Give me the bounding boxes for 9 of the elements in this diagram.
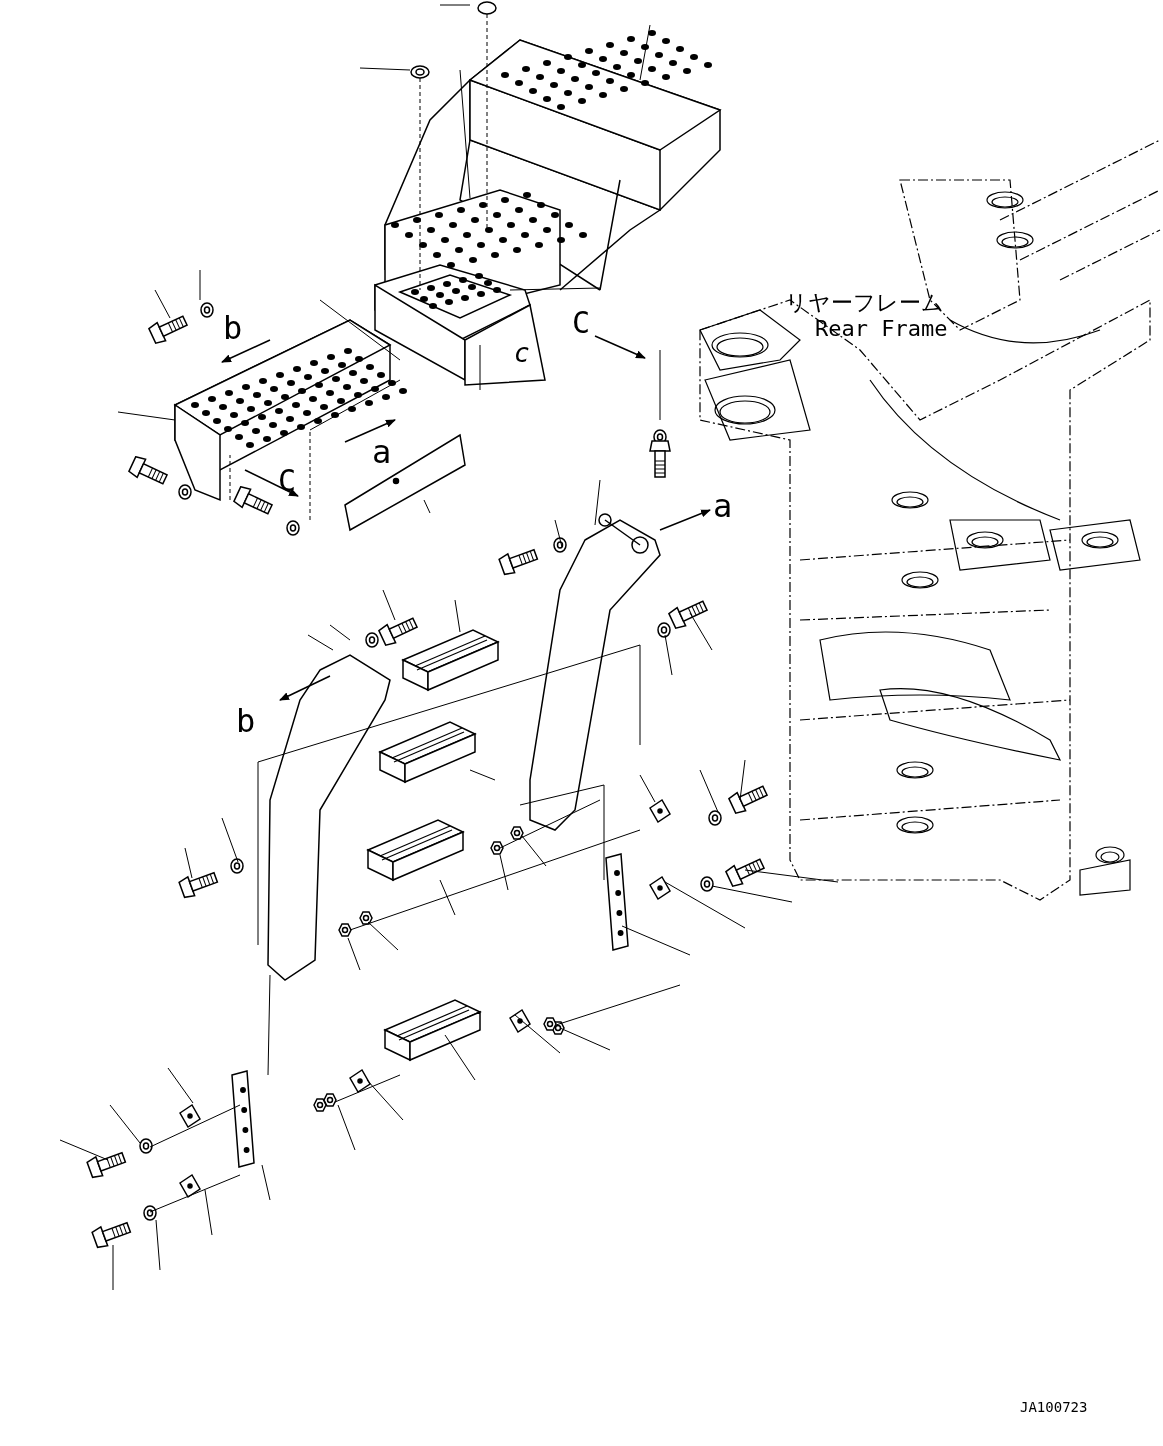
view-letter: C — [572, 308, 591, 338]
view-letter: C — [278, 466, 297, 496]
part-label: Rear Frame — [815, 318, 948, 340]
view-letter: b — [223, 312, 243, 344]
view-letter: a — [372, 436, 392, 468]
drawing-number: JA100723 — [1020, 1400, 1088, 1414]
view-letter: a — [713, 490, 733, 522]
view-letter: b — [236, 705, 256, 737]
view-letter: c — [514, 340, 530, 366]
